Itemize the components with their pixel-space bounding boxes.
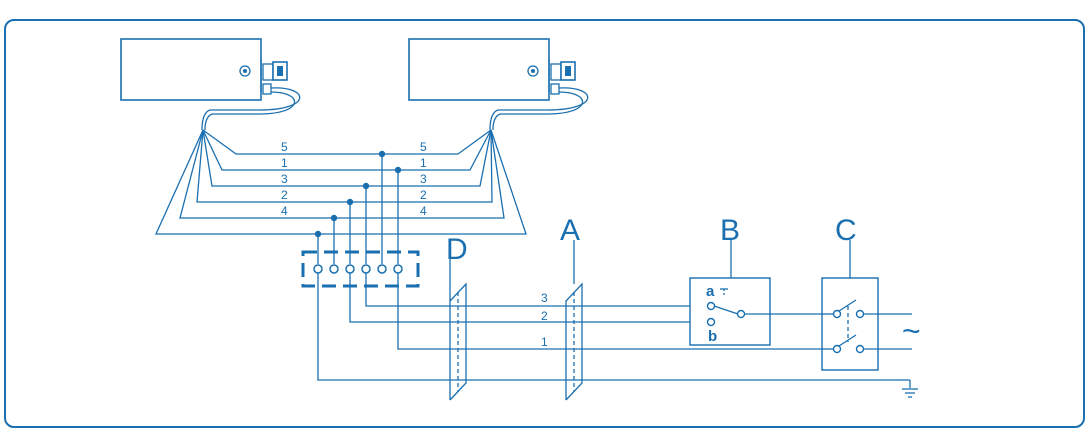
terminal-drops (314, 150, 402, 264)
unit-right-icon (408, 38, 589, 131)
left-wire-label-3: 3 (281, 172, 288, 186)
bus-wires (317, 273, 898, 381)
left-wire-label-1: 5 (281, 140, 288, 154)
separator-d: D (446, 233, 468, 401)
right-wire-label-3: 3 (420, 172, 427, 186)
bus-wire-label-1: 1 (541, 335, 548, 349)
bus-wire-label-2: 2 (541, 309, 548, 323)
left-wire-label-4: 2 (281, 188, 288, 202)
left-wire-labels: 5 1 3 2 4 (281, 140, 288, 218)
right-cable-wires (318, 129, 527, 235)
terminal-block-icon (301, 250, 420, 288)
label-a: A (560, 214, 580, 247)
left-wire-label-2: 1 (281, 156, 288, 170)
bus-wire-label-3: 3 (541, 291, 548, 305)
label-c: C (835, 214, 857, 247)
unit-left-icon (120, 38, 301, 131)
ac-symbol: ~ (902, 313, 921, 349)
right-wire-label-5: 4 (420, 204, 427, 218)
right-wire-label-2: 1 (420, 156, 427, 170)
label-d: D (446, 233, 468, 266)
separator-a: A (560, 214, 583, 401)
switch-b-terminal-b: b (708, 328, 717, 345)
left-wire-label-5: 4 (281, 204, 288, 218)
label-b: B (720, 214, 740, 247)
switch-c: C (821, 214, 912, 371)
right-wire-label-1: 5 (420, 140, 427, 154)
right-wire-labels: 5 1 3 2 4 (420, 140, 427, 218)
switch-b-terminal-a: a (706, 283, 715, 300)
left-cable-wires (154, 129, 458, 235)
switch-b: B a b (689, 214, 822, 346)
ground-icon (898, 379, 918, 398)
right-wire-label-4: 2 (420, 188, 427, 202)
